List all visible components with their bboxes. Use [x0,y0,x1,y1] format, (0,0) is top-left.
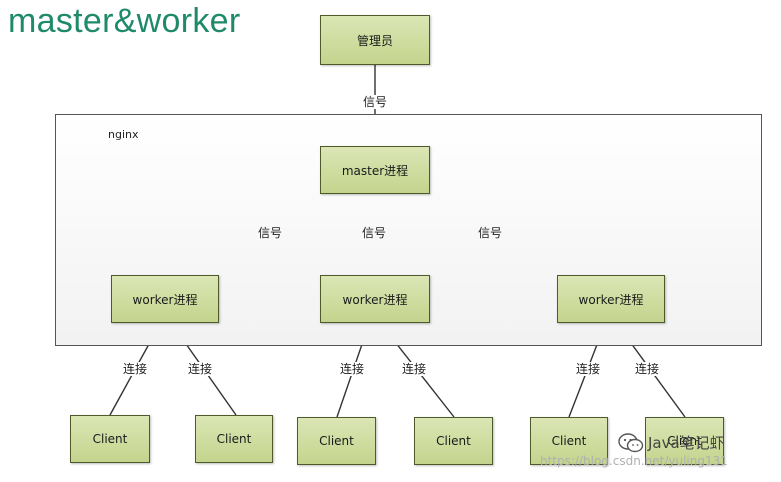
edge-label-connect-6: 连接 [633,362,661,376]
worker-process-node-1: worker进程 [111,275,219,323]
edge-label-master-worker2: 信号 [360,226,388,240]
client-node-3: Client [297,417,376,465]
edge-label-admin-master: 信号 [361,95,389,109]
watermark: Java笔记虾 [618,432,725,453]
edge-label-master-worker1: 信号 [256,226,284,240]
edge-label-connect-1: 连接 [121,362,149,376]
edge-label-connect-4: 连接 [400,362,428,376]
client-node-1: Client [70,415,150,463]
wechat-icon [618,432,644,452]
watermark-brand: Java笔记虾 [648,434,725,452]
client-node-2: Client [195,415,273,463]
edge-label-master-worker3: 信号 [476,226,504,240]
watermark-url: https://blog.csdn.net/yuling131 [540,454,728,468]
admin-node: 管理员 [320,15,430,65]
worker-process-node-3: worker进程 [557,275,665,323]
client-node-4: Client [414,417,493,465]
client-node-5: Client [530,417,608,465]
client-node-6: Client [645,417,724,465]
edge-label-connect-3: 连接 [338,362,366,376]
nginx-label: nginx [108,128,139,141]
master-process-node: master进程 [320,146,430,194]
edge-label-connect-2: 连接 [186,362,214,376]
edge-label-connect-5: 连接 [574,362,602,376]
worker-process-node-2: worker进程 [320,275,430,323]
diagram-title: master&worker [8,2,241,40]
